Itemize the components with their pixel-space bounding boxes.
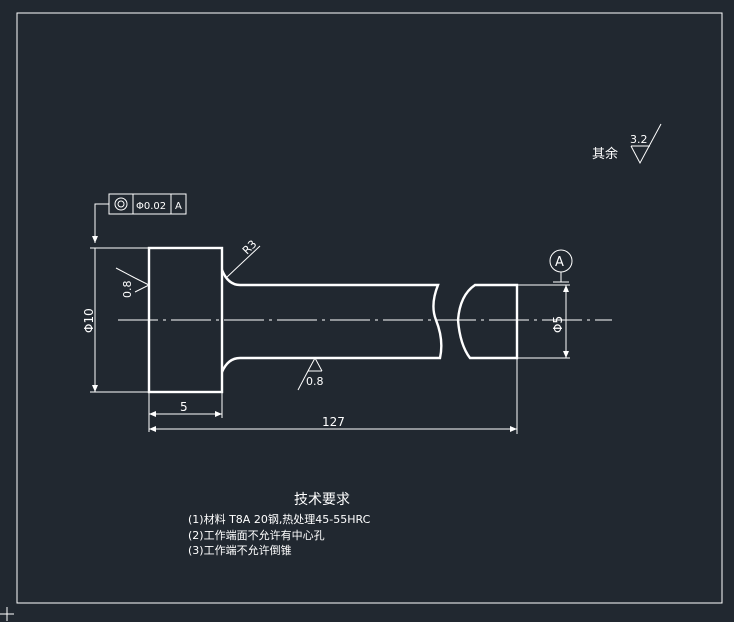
roughness-bottom-label: 0.8 (306, 375, 324, 388)
tolerance-datum: A (175, 201, 182, 212)
dim-shaft-diameter: Φ5 (517, 284, 570, 359)
roughness-left-icon (134, 277, 151, 293)
dim-total-length-label: 127 (322, 415, 345, 429)
dim-head-diameter: Φ10 (82, 247, 149, 393)
roughness-left-tail (115, 267, 136, 279)
roughness-bottom-tail (297, 370, 309, 391)
cursor-crosshair-icon (0, 607, 14, 621)
dim-head-length-label: 5 (180, 400, 188, 414)
tolerance-value: Φ0.02 (136, 201, 166, 212)
surface-note-label: 其余 (592, 146, 618, 162)
surface-note-roughness: 3.2 (630, 133, 648, 146)
fillet-leader (225, 245, 261, 279)
roughness-left-label: 0.8 (121, 281, 134, 299)
dim-shaft-diameter-label: Φ5 (551, 316, 565, 333)
tech-requirement-item: (2)工作端面不允许有中心孔 (188, 528, 325, 542)
drawing-frame (16, 12, 723, 604)
roughness-left: 0.8 (115, 267, 151, 299)
part-shaft-right (456, 283, 519, 360)
roughness-bottom: 0.8 (297, 356, 324, 391)
dim-head-length: 5 (148, 392, 223, 432)
tech-requirements: 技术要求 (1)材料 T8A 20钢,热处理45-55HRC (2)工作端面不允… (188, 492, 371, 557)
tolerance-leader (94, 203, 109, 243)
dim-total-length: 127 (149, 358, 518, 434)
tech-requirements-title: 技术要求 (294, 492, 350, 508)
tolerance-arrow (92, 236, 98, 243)
tech-requirement-item: (3)工作端不允许倒锥 (188, 543, 292, 557)
tech-requirement-item: (1)材料 T8A 20钢,热处理45-55HRC (188, 512, 371, 526)
dim-head-diameter-label: Φ10 (82, 308, 96, 333)
concentricity-icon (114, 197, 128, 211)
datum-label: A (555, 255, 564, 270)
part-head (147, 246, 224, 394)
roughness-bottom-icon (307, 356, 323, 372)
fillet-label: R3 (240, 238, 260, 258)
part-shaft-left (220, 269, 443, 373)
fillet-note: R3 (225, 238, 261, 279)
tolerance-frame: Φ0.02 A (92, 193, 187, 243)
roughness-check-icon (630, 123, 662, 165)
datum-marker: A (549, 249, 573, 283)
surface-roughness-note: 其余 3.2 (592, 123, 662, 165)
